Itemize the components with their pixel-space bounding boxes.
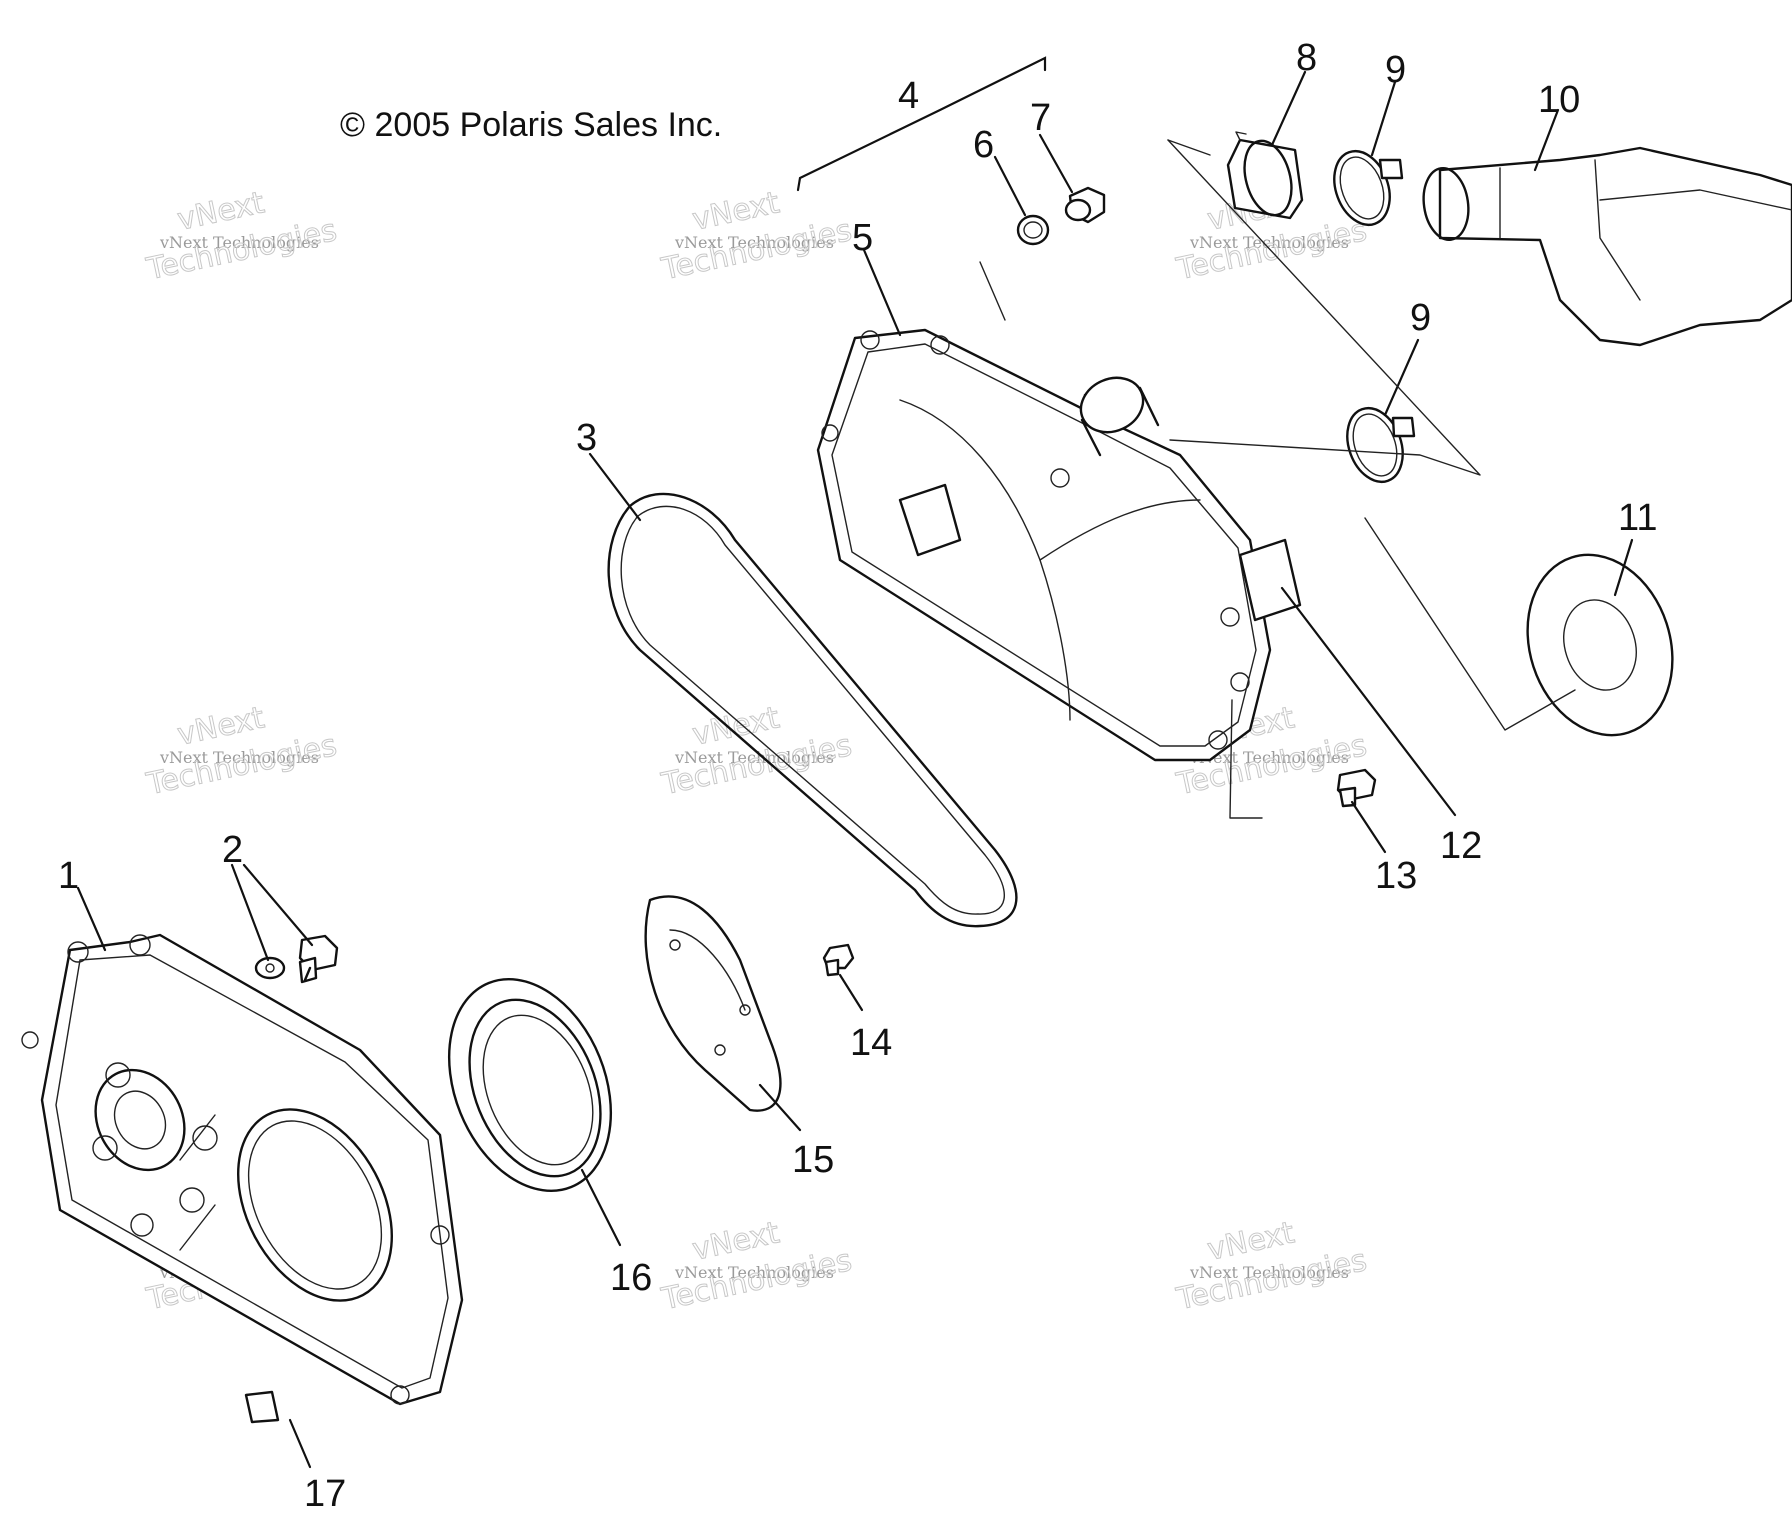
watermark: vNext vNext Technologies Technologies	[1173, 1215, 1371, 1318]
callout-16: 16	[610, 1257, 652, 1299]
bracket-4	[796, 56, 1047, 192]
part-clamp-lower	[1346, 407, 1416, 483]
part-intake-duct	[1422, 146, 1792, 347]
part-inner-cover	[816, 328, 1302, 762]
watermark-small-text: vNext Technologies	[1189, 233, 1349, 252]
watermark: vNext vNext Technologies Technologies	[143, 185, 341, 288]
part-drive-belt	[607, 492, 1018, 928]
part-outer-cover	[21, 933, 464, 1406]
callout-12: 12	[1440, 825, 1482, 867]
watermark-small-text: vNext Technologies	[1189, 748, 1349, 767]
callout-9-upper: 9	[1385, 49, 1406, 91]
watermark-small-text: vNext Technologies	[159, 748, 319, 767]
watermark: vNext vNext Technologies Technologies	[658, 185, 856, 288]
part-clamp-upper	[1333, 150, 1404, 226]
watermark-small-text: vNext Technologies	[674, 233, 834, 252]
callout-17: 17	[304, 1473, 346, 1515]
part-bolt-washer	[254, 934, 339, 984]
callout-labels: 1 2 3 4 5 6 7 8 9 9 10 11 12 13 14 15 16…	[58, 37, 1657, 1515]
callout-5: 5	[852, 217, 873, 259]
part-seal	[1526, 553, 1674, 737]
callout-9-lower: 9	[1410, 297, 1431, 339]
callout-13: 13	[1375, 855, 1417, 897]
callout-8: 8	[1296, 37, 1317, 79]
watermark-small-text: vNext Technologies	[674, 1263, 834, 1282]
callout-15: 15	[792, 1139, 834, 1181]
watermark: vNext vNext Technologies Technologies	[658, 700, 856, 803]
copyright-text: © 2005 Polaris Sales Inc.	[340, 106, 722, 144]
part-duct-adapter	[1226, 131, 1304, 220]
callout-1: 1	[58, 855, 79, 897]
watermark: vNext vNext Technologies Technologies	[143, 700, 341, 803]
callout-7: 7	[1030, 97, 1051, 139]
watermark-small-text: vNext Technologies	[674, 748, 834, 767]
callout-10: 10	[1538, 79, 1580, 121]
leader-lines	[76, 70, 1634, 1469]
callout-4: 4	[898, 75, 919, 117]
part-decal	[244, 1390, 280, 1424]
part-ring	[447, 978, 613, 1192]
watermark-small-text: vNext Technologies	[1189, 1263, 1349, 1282]
part-plug	[1064, 186, 1106, 224]
callout-2: 2	[222, 829, 243, 871]
assembly-guides	[979, 139, 1576, 819]
watermark: vNext vNext Technologies Technologies	[658, 1215, 856, 1318]
callout-11: 11	[1618, 497, 1657, 539]
part-bolt-14	[822, 943, 855, 977]
callout-6: 6	[973, 124, 994, 166]
part-backing-plate	[644, 895, 782, 1112]
watermark-small-text: vNext Technologies	[159, 233, 319, 252]
callout-14: 14	[850, 1022, 892, 1064]
callout-3: 3	[576, 417, 597, 459]
part-screw-13	[1336, 768, 1377, 808]
part-o-ring	[1016, 214, 1050, 246]
